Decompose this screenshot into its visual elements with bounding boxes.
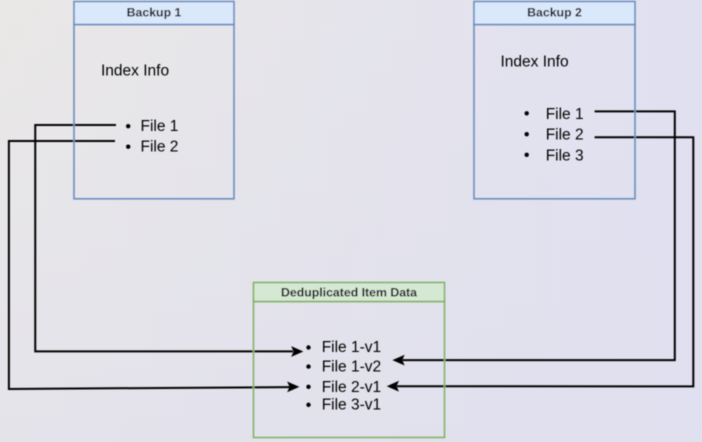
svg-text:File 1-v2: File 1-v2 <box>322 359 381 376</box>
svg-text:Index Info: Index Info <box>501 54 569 71</box>
svg-text:File 1: File 1 <box>546 106 584 123</box>
svg-text:File 2: File 2 <box>141 139 179 156</box>
svg-text:File 1-v1: File 1-v1 <box>322 339 381 356</box>
svg-text:File 1: File 1 <box>141 118 179 135</box>
svg-text:Backup 1: Backup 1 <box>127 6 182 20</box>
svg-text:File 3-v1: File 3-v1 <box>322 397 381 414</box>
svg-text:Backup 2: Backup 2 <box>527 6 582 20</box>
svg-text:File 2-v1: File 2-v1 <box>322 379 381 396</box>
svg-text:File 3: File 3 <box>546 147 584 164</box>
svg-text:Deduplicated Item Data: Deduplicated Item Data <box>281 286 417 300</box>
svg-text:Index Info: Index Info <box>101 62 169 79</box>
svg-text:File 2: File 2 <box>546 127 584 144</box>
